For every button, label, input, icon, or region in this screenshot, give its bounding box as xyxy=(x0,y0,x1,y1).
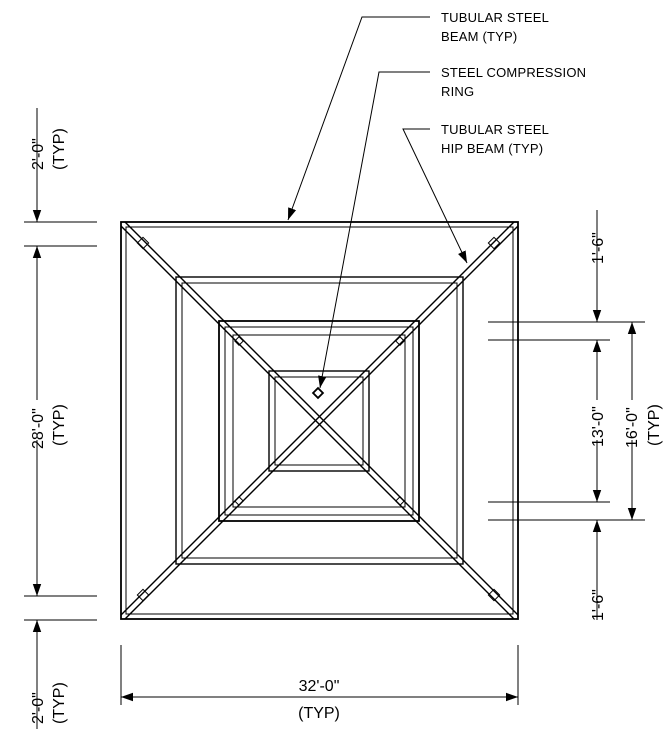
hip-beam-diagonal-2 xyxy=(124,225,519,620)
right-top-dim-value: 1'-6" xyxy=(590,232,607,264)
beam-leader xyxy=(287,16,430,221)
compression-ring xyxy=(311,386,325,400)
bottom-left-dim-value: 2'-0" xyxy=(30,692,47,724)
inner-ring-beam xyxy=(268,370,370,472)
left-dimensions: 2'-0" (TYP) 28'-0" (TYP) 2'-0" (TYP) xyxy=(24,108,97,729)
connection-plate xyxy=(234,496,244,506)
second-ring-beam-inner-edge xyxy=(181,282,458,559)
ring-callout-line1: STEEL COMPRESSION xyxy=(441,65,586,80)
top-left-dim-note: (TYP) xyxy=(51,128,68,170)
outer-perimeter-beam xyxy=(120,221,519,620)
left-span-dim-value: 28'-0" xyxy=(30,408,47,449)
hip-beam-diagonal-1-edge xyxy=(124,221,519,616)
connection-plate xyxy=(136,236,150,250)
bottom-span-dim-note: (TYP) xyxy=(298,705,340,722)
beam-callout-line1: TUBULAR STEEL xyxy=(441,10,549,25)
hip-beam-diagonal-1 xyxy=(120,225,515,620)
third-ring-beam xyxy=(218,320,420,522)
connection-plate xyxy=(136,588,150,602)
ring-leader xyxy=(318,71,430,389)
third-ring-beam-inner-1 xyxy=(224,326,414,516)
left-span-dim-note: (TYP) xyxy=(51,404,68,446)
hip-leader xyxy=(402,128,468,264)
third-ring-beam-inner-2 xyxy=(232,334,406,508)
bottom-span-dim-value: 32'-0" xyxy=(299,678,340,695)
hip-beam-diagonal-2-edge xyxy=(120,221,515,616)
right-mid-dim-value: 13'-0" xyxy=(590,406,607,447)
bottom-left-dim-note: (TYP) xyxy=(51,682,68,724)
right-span-dim-note: (TYP) xyxy=(646,404,663,446)
hip-callout-line1: TUBULAR STEEL xyxy=(441,122,549,137)
right-span-dim-value: 16'-0" xyxy=(624,407,641,448)
hip-callout-line2: HIP BEAM (TYP) xyxy=(441,141,543,156)
connection-plate xyxy=(395,496,405,506)
connection-plate xyxy=(395,336,405,346)
connection-plate xyxy=(487,588,501,602)
right-bottom-dim-value: 1'-6" xyxy=(590,589,607,621)
connection-plate xyxy=(234,336,244,346)
framing-plan xyxy=(120,221,519,620)
connection-plate xyxy=(487,236,501,250)
outer-perimeter-beam-inner-edge xyxy=(125,226,514,615)
right-dimensions: 1'-6" 13'-0" 16'-0" (TYP) 1'-6" xyxy=(488,210,663,621)
ring-callout-line2: RING xyxy=(441,84,474,99)
top-left-dim-value: 2'-0" xyxy=(30,138,47,170)
beam-callout-line2: BEAM (TYP) xyxy=(441,29,517,44)
bottom-dimension: 32'-0" (TYP) xyxy=(120,645,519,722)
callouts: TUBULAR STEEL BEAM (TYP) STEEL COMPRESSI… xyxy=(287,10,586,389)
second-ring-beam xyxy=(175,276,464,565)
